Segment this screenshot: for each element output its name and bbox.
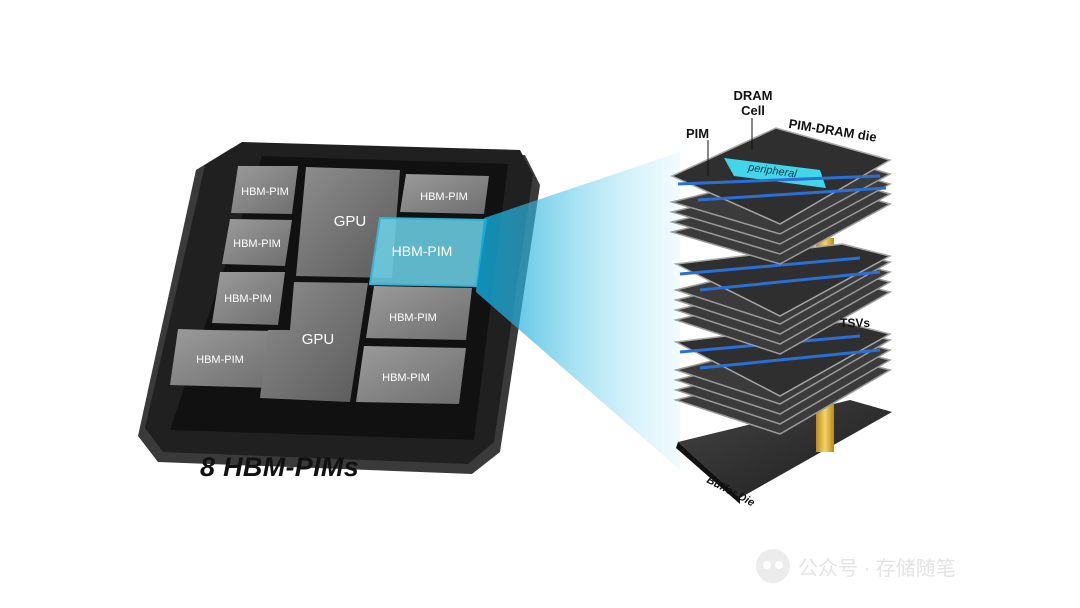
module-label-highlighted: HBM-PIM xyxy=(392,243,453,259)
module-label: HBM-PIM xyxy=(224,293,272,305)
module-label: HBM-PIM xyxy=(196,354,244,366)
module-label: HBM-PIM xyxy=(382,372,430,384)
memory-stack xyxy=(669,118,893,504)
hbm-pim-module xyxy=(212,272,285,325)
gpu-label: GPU xyxy=(302,331,335,348)
zoom-beam xyxy=(476,152,680,470)
pim-unit-row xyxy=(699,270,881,292)
hbm-pim-module xyxy=(222,219,292,266)
pim-unit-row xyxy=(677,174,881,186)
package-caption: 8 HBM-PIMs xyxy=(200,452,360,482)
die-group xyxy=(669,118,892,265)
dram-cell-label: DRAM Cell xyxy=(733,88,773,118)
pim-unit-row xyxy=(697,186,887,202)
hbm-pim-module xyxy=(170,329,278,388)
watermark-text: 公众号 · 存储随笔 xyxy=(798,557,956,580)
pim-label: PIM xyxy=(686,126,710,141)
buffer-die-side xyxy=(676,442,740,504)
gpu-die xyxy=(260,282,368,402)
module-labels: HBM-PIM HBM-PIM HBM-PIM HBM-PIM HBM-PIM … xyxy=(196,186,468,384)
gpu-label: GPU xyxy=(334,213,367,230)
module-label: HBM-PIM xyxy=(389,312,437,324)
pim-unit-row xyxy=(699,348,881,370)
hbm-pim-module xyxy=(400,174,489,214)
gpu-die xyxy=(296,167,400,278)
hbm-pim-module xyxy=(366,286,472,340)
wechat-icon xyxy=(756,549,790,583)
hbm-pim-module xyxy=(231,166,298,214)
module-label: HBM-PIM xyxy=(420,191,468,203)
watermark: 公众号 · 存储随笔 xyxy=(756,546,956,586)
buffer-die xyxy=(678,400,892,498)
pim-unit-row xyxy=(679,256,861,276)
die-group xyxy=(673,321,893,435)
hbm-pim-module xyxy=(356,346,466,404)
tsvs-label: TSVs xyxy=(840,316,871,330)
module-label: HBM-PIM xyxy=(241,186,289,198)
hbm-pim-module-highlighted xyxy=(368,216,488,288)
module-label: HBM-PIM xyxy=(233,238,281,250)
module-grid xyxy=(170,166,489,404)
